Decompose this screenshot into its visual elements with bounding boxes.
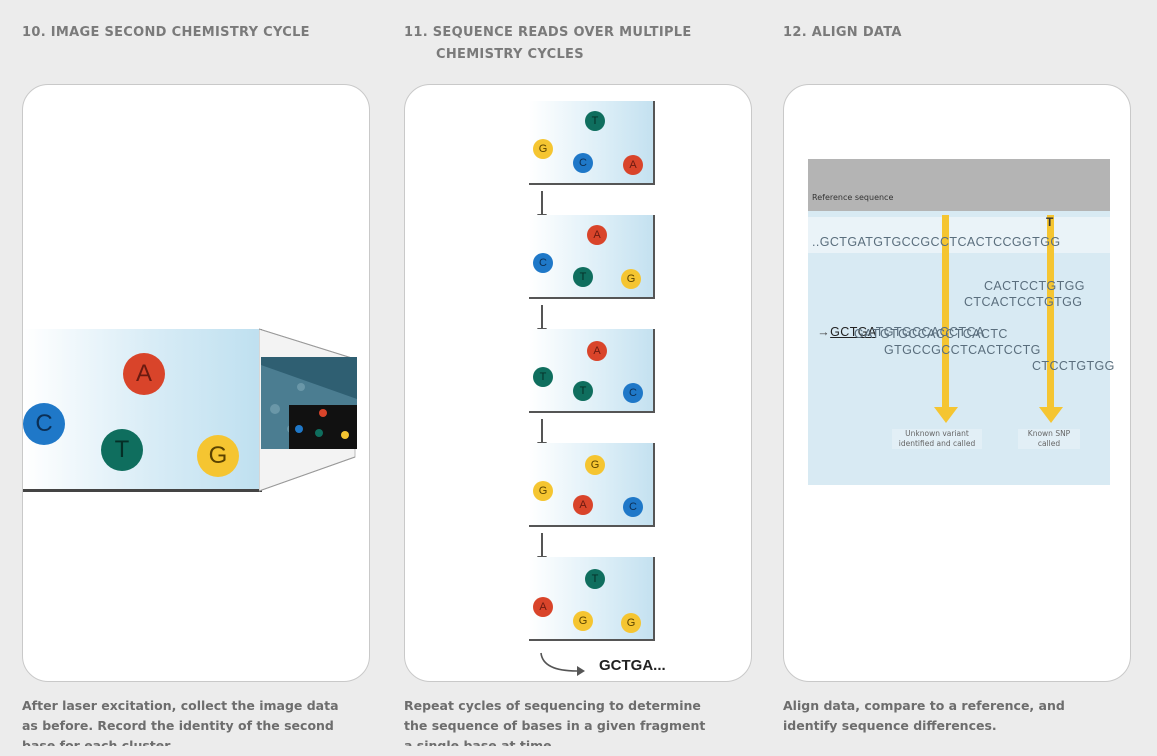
base-c: C: [623, 497, 643, 517]
read-line: GTGCCGCCTCACTCCTG: [884, 343, 1041, 357]
base-a: A: [123, 353, 165, 395]
base-t: T: [573, 267, 593, 287]
base-t: T: [585, 569, 605, 589]
caption-line: as before. Record the identity of the se…: [22, 718, 334, 733]
base-a: A: [587, 225, 607, 245]
step12-panel: Reference sequence T ..GCTGATGTGCCGCCTCA…: [783, 84, 1131, 682]
step10-caption: After laser excitation, collect the imag…: [22, 696, 372, 746]
read-line: CACTCCTGTGG: [984, 279, 1085, 293]
base-c: C: [533, 253, 553, 273]
step10-panel: A C T G: [22, 84, 370, 682]
base-t: T: [533, 367, 553, 387]
reference-header: Reference sequence: [808, 159, 1110, 211]
alignment-figure: Reference sequence T ..GCTGATGTGCCGCCTCA…: [808, 159, 1114, 485]
base-a: A: [587, 341, 607, 361]
cycle-tile-1: T G C A: [529, 101, 655, 185]
caption-line: Repeat cycles of sequencing to determine: [404, 698, 701, 713]
read-rest: TGTGCCACCTCA: [875, 325, 985, 339]
right-arrow-icon: →: [817, 325, 831, 339]
flowcell-zoom-view: A C T G: [23, 329, 262, 492]
base-c: C: [23, 403, 65, 445]
base-c: C: [623, 383, 643, 403]
base-t: T: [101, 429, 143, 471]
step11-caption: Repeat cycles of sequencing to determine…: [404, 696, 754, 746]
base-g: G: [197, 435, 239, 477]
caption-line: After laser excitation, collect the imag…: [22, 698, 339, 713]
variant-highlight-bar: [942, 215, 949, 409]
step11-panel: T G C A A C T G A T T C G G A C T A G G …: [404, 84, 752, 682]
known-snp-label: Known SNP called: [1018, 429, 1080, 449]
caption-line: a single base at time.: [404, 738, 557, 746]
base-g: G: [533, 139, 553, 159]
caption-line: base for each cluster.: [22, 738, 174, 746]
curved-arrow-icon: [540, 652, 585, 676]
snp-highlight-bar: [1047, 215, 1054, 409]
down-arrow-icon: [934, 407, 958, 423]
reference-band: [808, 217, 1110, 253]
base-g: G: [621, 613, 641, 633]
cycle-tile-5: T A G G: [529, 557, 655, 641]
step12-caption: Align data, compare to a reference, and …: [783, 696, 1133, 736]
step10-title: 10. IMAGE SECOND CHEMISTRY CYCLE: [22, 25, 310, 40]
read-line: CTCACTCCTGTGG: [964, 295, 1083, 309]
base-g: G: [573, 611, 593, 631]
read-result: GCTGA...: [599, 657, 666, 674]
base-a: A: [623, 155, 643, 175]
cycle-tile-4: G G A C: [529, 443, 655, 527]
down-arrow-icon: [1039, 407, 1063, 423]
read-line: CTCCTGTGG: [1032, 359, 1115, 373]
reference-label: Reference sequence: [812, 193, 894, 202]
reference-sequence: ..GCTGATGTGCCGCCTCACTCCGGTGG: [812, 235, 1061, 249]
cycle-tile-3: A T T C: [529, 329, 655, 413]
base-t: T: [585, 111, 605, 131]
base-g: G: [621, 269, 641, 289]
cycle-tile-2: A C T G: [529, 215, 655, 299]
step12-title: 12. ALIGN DATA: [783, 25, 902, 40]
base-a: A: [573, 495, 593, 515]
base-t: T: [573, 381, 593, 401]
base-a: A: [533, 597, 553, 617]
step11-title-line1: 11. SEQUENCE READS OVER MULTIPLE: [404, 25, 692, 40]
step11-title-line2: CHEMISTRY CYCLES: [436, 47, 584, 62]
flowcell-image-thumbnail: [261, 357, 357, 449]
read-line: →GCTGATGTGCCACCTCA: [794, 311, 985, 353]
read-line: GATGTGCCACCTCACTC: [854, 327, 1008, 341]
base-g: G: [585, 455, 605, 475]
unknown-variant-label: Unknown variant identified and called: [892, 429, 982, 449]
caption-line: the sequence of bases in a given fragmen…: [404, 718, 706, 733]
step11-title: 11. SEQUENCE READS OVER MULTIPLE CHEMIST…: [404, 22, 692, 66]
caption-line: identify sequence differences.: [783, 718, 997, 733]
read-prefix: GCTGA: [830, 325, 876, 339]
caption-line: Align data, compare to a reference, and: [783, 698, 1065, 713]
snp-marker: T: [1046, 215, 1054, 229]
base-c: C: [573, 153, 593, 173]
base-g: G: [533, 481, 553, 501]
